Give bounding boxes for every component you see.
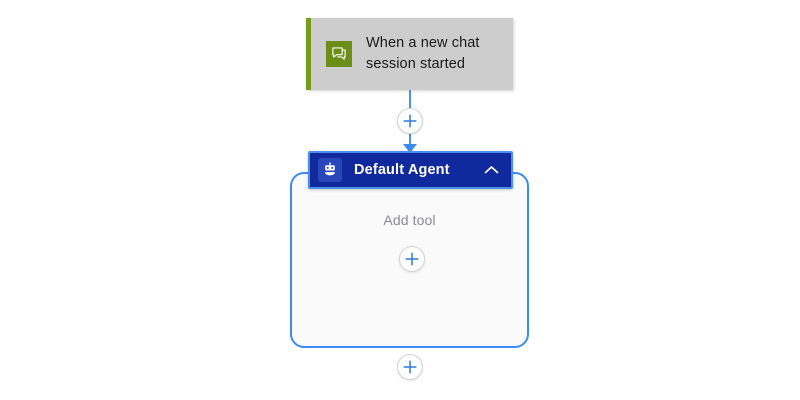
plus-icon	[403, 114, 417, 128]
trigger-accent-bar	[306, 18, 311, 90]
connector-line-top	[409, 90, 411, 113]
plus-icon	[405, 252, 419, 266]
chevron-up-icon[interactable]	[484, 165, 499, 175]
agent-group-container[interactable]: Add tool	[290, 172, 529, 348]
chat-bubble-icon	[326, 41, 352, 67]
agent-node[interactable]: Default Agent	[308, 151, 513, 189]
bot-icon	[318, 158, 342, 182]
add-tool-label: Add tool	[383, 212, 436, 228]
add-tool-button[interactable]	[399, 246, 425, 272]
add-node-button-after-agent[interactable]	[397, 354, 423, 380]
connector-line-bottom	[409, 133, 411, 151]
plus-icon	[403, 360, 417, 374]
trigger-node[interactable]: When a new chat session started	[306, 18, 513, 90]
trigger-label: When a new chat session started	[366, 35, 480, 72]
agent-title: Default Agent	[354, 162, 450, 178]
add-node-button-trigger-agent[interactable]	[397, 108, 423, 134]
arrow-down-icon	[403, 144, 417, 153]
